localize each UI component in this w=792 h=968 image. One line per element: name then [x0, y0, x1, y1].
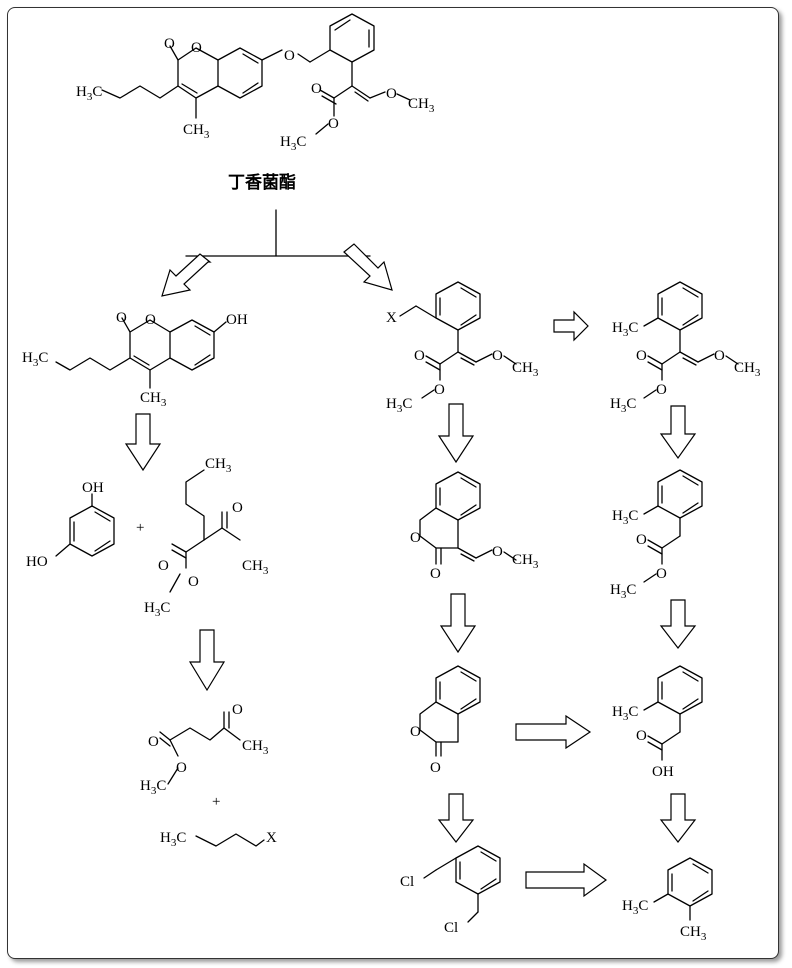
arrow-down: [659, 405, 697, 460]
o-label: O: [656, 566, 667, 582]
h3c-label: H3C: [622, 898, 648, 917]
h3c-label: H3C: [280, 134, 306, 153]
tolyl-acrylate: H3C O O H3C O CH3: [610, 281, 761, 415]
compound-title: 丁香菌酯: [228, 173, 296, 193]
oh-label: OH: [652, 764, 674, 780]
ch3-label: CH3: [680, 924, 707, 943]
x-label: X: [266, 830, 277, 846]
o-label: O: [430, 566, 441, 582]
o-label: O: [311, 81, 322, 97]
o-label: O: [145, 312, 156, 328]
halomethyl-acrylate: X O O H3C O CH3: [386, 281, 539, 415]
h3c-label: H3C: [610, 582, 636, 601]
h3c-label: H3C: [22, 350, 48, 369]
o-label: O: [328, 116, 339, 132]
ethyl-acetoacetate: O O CH3 O H3C: [140, 702, 269, 797]
o-label: O: [191, 40, 202, 56]
ho-label: HO: [26, 554, 48, 570]
arrow-down-left: [161, 253, 212, 297]
o-label: O: [434, 382, 445, 398]
cl-label: Cl: [444, 920, 458, 936]
plus-sign: +: [136, 520, 144, 536]
o-label: O: [492, 348, 503, 364]
h3c-label: H3C: [144, 600, 170, 619]
diagram-frame: [7, 7, 779, 959]
o-label: O: [492, 544, 503, 560]
oh-label: OH: [82, 480, 104, 496]
o-label: O: [232, 500, 243, 516]
h3c-label: H3C: [140, 778, 166, 797]
arrow-down: [659, 599, 697, 649]
arrow-down: [659, 793, 697, 843]
o-label: O: [284, 48, 295, 64]
o-label: O: [148, 734, 159, 750]
arrow-down: [437, 403, 475, 464]
o-label: O: [636, 728, 647, 744]
o-label: O: [414, 348, 425, 364]
o-label: O: [386, 86, 397, 102]
o-label: O: [656, 382, 667, 398]
o-label: O: [176, 760, 187, 776]
o-xylene: H3C CH3: [622, 857, 713, 943]
oh-label: OH: [226, 312, 248, 328]
resorcinol: OH HO: [26, 480, 115, 570]
isochromanone: O O: [410, 665, 481, 776]
arrow-right: [553, 310, 589, 342]
arrow-down: [188, 629, 226, 692]
arrow-down-right: [343, 243, 393, 291]
disconnection-lines: [185, 209, 371, 257]
x-label: X: [386, 310, 397, 326]
target-molecule: O O H3C CH3 O O O H3C O CH3: [76, 13, 435, 153]
o-label: O: [158, 558, 169, 574]
ch3-label: CH3: [512, 360, 539, 379]
hydroxycoumarin: O O OH H3C CH3: [22, 310, 248, 409]
o-label: O: [410, 530, 421, 546]
o-label: O: [636, 532, 647, 548]
tolylacetic-acid: H3C O OH: [612, 665, 703, 780]
ch3-label: CH3: [512, 552, 539, 571]
butyl-acetoacetate: CH3 O CH3 O O H3C: [144, 456, 269, 619]
butyl-halide: H3C X: [160, 830, 277, 849]
ch3-label: CH3: [242, 738, 269, 757]
h3c-label: H3C: [612, 508, 638, 527]
ch3-label: CH3: [140, 390, 167, 409]
o-label: O: [636, 348, 647, 364]
o-label: O: [410, 724, 421, 740]
ch3-label: CH3: [734, 360, 761, 379]
cl-label: Cl: [400, 874, 414, 890]
h3c-label: H3C: [386, 396, 412, 415]
ch3-label: CH3: [242, 558, 269, 577]
h3c-label: H3C: [612, 320, 638, 339]
methoxymethylene-isochromanone: O O O CH3: [410, 471, 539, 582]
arrow-right: [525, 862, 608, 898]
arrow-down: [124, 413, 162, 472]
o-label: O: [116, 310, 127, 326]
ch3-label: CH3: [183, 122, 210, 141]
ch3-label: CH3: [408, 96, 435, 115]
o-label: O: [164, 36, 175, 52]
arrow-down: [439, 593, 477, 654]
bis-chloromethyl-benzene: Cl Cl: [400, 845, 501, 936]
h3c-label: H3C: [612, 704, 638, 723]
h3c-label: H3C: [76, 84, 102, 103]
o-label: O: [714, 348, 725, 364]
plus-sign: +: [212, 794, 220, 810]
h3c-label: H3C: [160, 830, 186, 849]
o-label: O: [232, 702, 243, 718]
h3c-label: H3C: [610, 396, 636, 415]
arrow-down: [437, 793, 475, 843]
o-label: O: [430, 760, 441, 776]
ch3-label: CH3: [205, 456, 232, 475]
methyl-tolylacetate: H3C O O H3C: [610, 469, 703, 601]
o-label: O: [188, 574, 199, 590]
arrow-right: [515, 714, 592, 750]
